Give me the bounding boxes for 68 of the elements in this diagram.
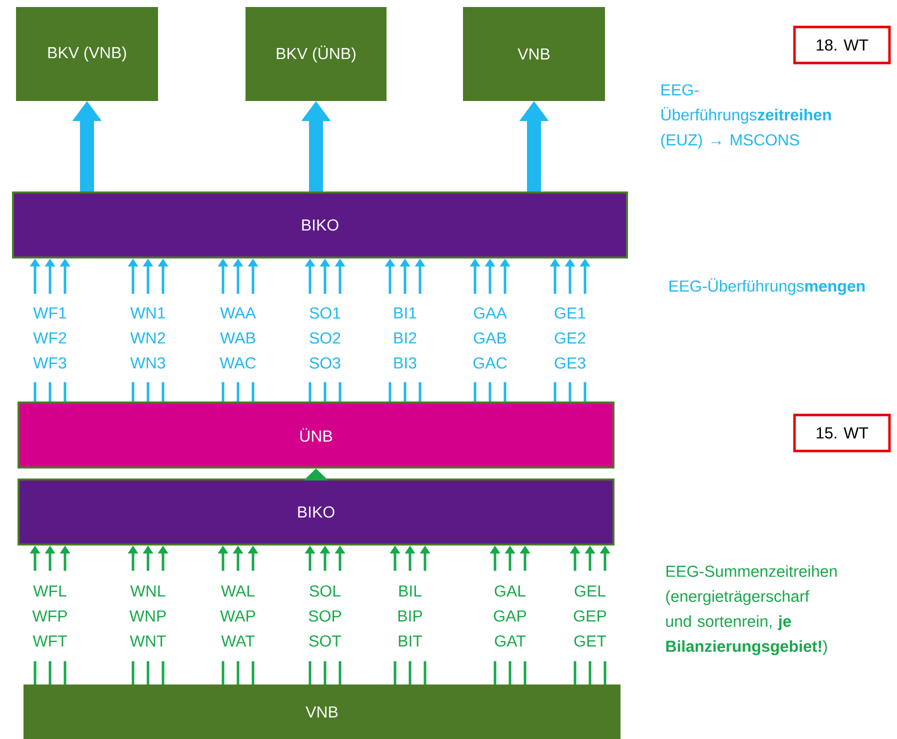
deadline-box: 18. WT <box>793 26 891 64</box>
connector-line <box>388 382 392 402</box>
connector-line <box>34 661 36 684</box>
label-stack: SOL SOP SOT <box>308 585 342 647</box>
label-stack: BI1 BI2 BI3 <box>394 307 416 369</box>
connector-line <box>494 661 496 684</box>
connector-line <box>508 661 512 684</box>
connector-line <box>324 382 326 402</box>
label-stack: SO1 SO2 SO3 <box>310 307 340 369</box>
connector-line <box>474 382 476 402</box>
connector-line <box>162 382 164 402</box>
note-text: EEG-Überführungsmengen <box>670 278 865 295</box>
operator-bar: ÜNB <box>18 402 614 468</box>
connector-line <box>424 661 426 684</box>
connector-line <box>394 661 396 684</box>
connector-line <box>252 382 254 402</box>
connector-line <box>222 382 224 402</box>
connector-line <box>338 661 342 684</box>
connector-line <box>146 382 150 402</box>
note-text: EEG-Überführungszeitreihen (EUZ) → MSCONS <box>661 84 831 149</box>
connector-line <box>338 382 342 402</box>
connector-line <box>404 382 406 402</box>
connector-line <box>408 661 412 684</box>
connector-line <box>604 661 606 684</box>
connector-line <box>162 661 164 684</box>
connector-line <box>504 382 506 402</box>
role-box: BKV (VNB) <box>16 7 158 101</box>
label-stack: GEL GEP GET <box>574 585 606 647</box>
connector-line <box>146 661 150 684</box>
connector-line <box>252 661 254 684</box>
platform-bar: BIKO <box>12 192 628 258</box>
connector-line <box>574 661 576 684</box>
label-stack: GAL GAP GAT <box>494 585 526 647</box>
deadline-box: 15. WT <box>793 414 891 452</box>
label-stack: WAL WAP WAT <box>220 586 256 646</box>
connector-line <box>324 661 326 684</box>
connector-line <box>132 661 134 684</box>
label-stack: GAA GAB GAC <box>473 307 507 369</box>
connector-line <box>488 382 492 402</box>
connector-line <box>236 382 240 402</box>
connector-line <box>308 382 312 402</box>
label-stack: WAA WAB WAC <box>220 307 256 369</box>
connector-line <box>64 382 66 402</box>
connector-line <box>132 382 134 402</box>
connector-line <box>584 382 586 402</box>
platform-bar: BIKO <box>18 478 614 546</box>
connector-line <box>64 661 66 684</box>
label-stack: BIL BIP BIT <box>398 586 422 646</box>
connector-line <box>568 382 572 402</box>
connector-line <box>418 382 422 402</box>
label-stack: GE1 GE2 GE3 <box>554 307 586 369</box>
connector-line <box>308 661 312 684</box>
label-stack: WNL WNP WNT <box>129 586 166 646</box>
connector-line <box>222 661 224 684</box>
connector-line <box>34 382 36 402</box>
label-stack: WN1 WN2 WN3 <box>130 307 166 369</box>
note-text: EEG-Summenzeitreihen (energieträgerscharf und sortenrein, je Bilanzierungsgebiet!) <box>666 565 837 656</box>
connector-line <box>524 661 526 684</box>
connector-line <box>554 382 556 402</box>
connector-line <box>236 661 240 684</box>
operator-bar: VNB <box>24 684 620 739</box>
connector-line <box>48 661 52 684</box>
label-stack: WFL WFP WFT <box>32 586 67 646</box>
label-stack: WF1 WF2 WF3 <box>33 307 66 369</box>
connector-line <box>48 382 52 402</box>
connector-line <box>588 661 592 684</box>
role-box: VNB <box>463 7 605 101</box>
role-box: BKV (ÜNB) <box>246 7 386 101</box>
